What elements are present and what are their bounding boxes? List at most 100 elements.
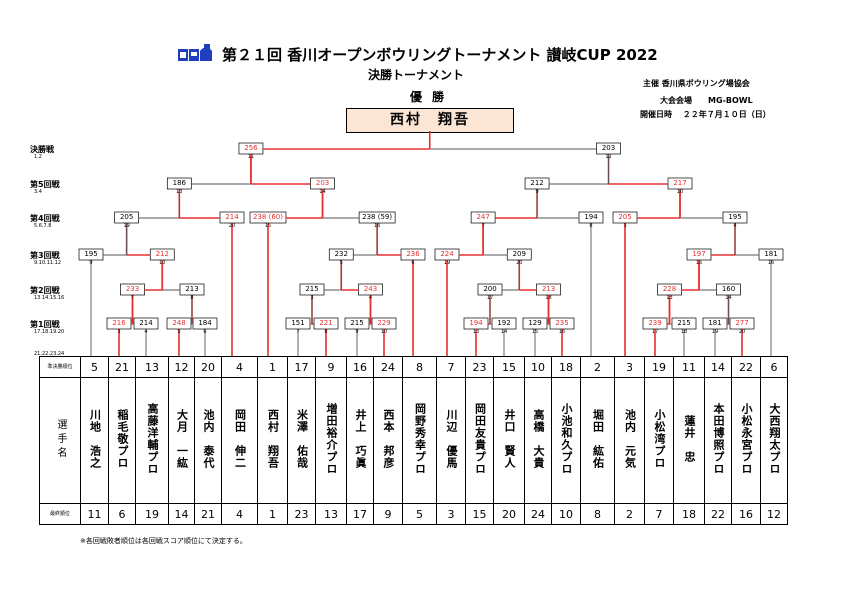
seed-cell: 23 — [465, 356, 494, 378]
name-cell: 増田裕介プロ — [315, 377, 347, 504]
rank-cell: 18 — [673, 503, 705, 525]
seed-cell: 4 — [221, 356, 258, 378]
rank-cell: 23 — [287, 503, 316, 525]
r5-score: 203 — [315, 179, 330, 187]
r3-score: 224 — [440, 250, 454, 258]
player-name: 本田博照プロ — [712, 402, 725, 475]
player-name: 岡田友貴プロ — [473, 402, 487, 475]
seed-cell: 2 — [580, 356, 615, 378]
r4-score: 205 — [618, 213, 632, 221]
organizer-text: 主催 香川県ボウリング場協会 — [643, 79, 750, 88]
final-match-no: 11 — [247, 154, 255, 160]
round-sub-label: 1.2 — [34, 154, 42, 160]
r2-match-no: 7 — [130, 295, 135, 301]
name-cell: 小松永宮プロ — [731, 377, 761, 504]
r1-match-no: 16 — [558, 329, 566, 335]
player-name: 川地 浩之 — [88, 408, 102, 469]
r3-score: 195 — [84, 250, 98, 258]
r1-match-no: 5 — [177, 329, 181, 335]
seed-cell: 16 — [346, 356, 374, 378]
rank-cell: 21 — [194, 503, 222, 525]
r4-match-no: 3 — [623, 223, 627, 229]
round-label: 第1回戦 — [30, 320, 60, 329]
r4-match-no: 8 — [589, 223, 593, 229]
name-header: 選手名 — [39, 377, 81, 504]
name-cell: 岡田友貴プロ — [465, 377, 494, 504]
rank-cell: 4 — [221, 503, 258, 525]
seed-cell: 17 — [287, 356, 316, 378]
seed-cell: 11 — [673, 356, 705, 378]
rank-cell: 5 — [402, 503, 437, 525]
r2-score: 233 — [125, 285, 140, 293]
r1-match-no: 14 — [500, 329, 508, 335]
seed-cell: 20 — [194, 356, 222, 378]
seed-cell: 15 — [493, 356, 525, 378]
player-name: 増田裕介プロ — [325, 402, 338, 475]
rank-cell: 2 — [614, 503, 645, 525]
r5-match-no: 9 — [535, 189, 539, 195]
r1-match-no: 9 — [355, 329, 359, 335]
player-name: 岡田 伸二 — [233, 408, 247, 469]
final-score: 203 — [601, 144, 616, 152]
rank-cell: 22 — [704, 503, 732, 525]
rank-cell: 11 — [80, 503, 109, 525]
name-cell: 西村 翔吾 — [257, 377, 288, 504]
r5-match-no: 13 — [176, 189, 183, 195]
seed-cell: 19 — [644, 356, 674, 378]
r2-score: 228 — [662, 285, 677, 293]
r2-score: 200 — [483, 285, 497, 293]
r1-score: 215 — [350, 319, 364, 327]
seed-cell: 7 — [436, 356, 466, 378]
r1-match-no: 8 — [324, 329, 328, 335]
name-cell: 高藤洋輔プロ — [135, 377, 169, 504]
rank-cell: 13 — [315, 503, 347, 525]
r3-score: 181 — [764, 250, 778, 258]
seed-cell: 3 — [614, 356, 645, 378]
name-cell: 池内 元気 — [614, 377, 645, 504]
r4-match-no: 7 — [481, 223, 485, 229]
r3-match-no: 15 — [695, 260, 703, 266]
seed-cell: 5 — [80, 356, 109, 378]
player-name: 西村 翔吾 — [266, 408, 280, 469]
seed-cell: 6 — [760, 356, 788, 378]
r2-match-no: 3 — [310, 295, 314, 301]
final-match-no: 12 — [605, 154, 612, 160]
seed-cell: 22 — [731, 356, 761, 378]
name-cell: 米澤 佑哉 — [287, 377, 316, 504]
name-cell: 大月 一紘 — [168, 377, 195, 504]
r2-score: 215 — [305, 285, 319, 293]
r1-match-no: 15 — [531, 329, 539, 335]
r3-score: 232 — [334, 250, 348, 258]
r2-match-no: 8 — [190, 295, 194, 301]
seed-cell: 21 — [108, 356, 136, 378]
r1-match-no: 6 — [203, 329, 207, 335]
seed-cell: 1 — [257, 356, 288, 378]
r4-score: 247 — [476, 213, 490, 221]
r5-score: 217 — [673, 179, 687, 187]
champion-label: 優勝 — [410, 90, 455, 104]
seed-cell: 12 — [168, 356, 195, 378]
seed-cell: 24 — [373, 356, 403, 378]
name-cell: 蓮井 忠 — [673, 377, 705, 504]
seed-cell: 13 — [135, 356, 169, 378]
association-logo-icon — [178, 44, 212, 61]
name-cell: 岡野秀幸プロ — [402, 377, 437, 504]
r1-match-no: 3 — [117, 329, 121, 335]
round-label: 第2回戦 — [30, 286, 60, 295]
round-label: 第5回戦 — [30, 180, 60, 189]
r4-score: 214 — [225, 213, 239, 221]
r2-match-no: 14 — [725, 295, 732, 301]
player-name: 小松湾プロ — [653, 408, 666, 469]
name-cell: 堀田 紘佑 — [580, 377, 615, 504]
rank-cell: 1 — [257, 503, 288, 525]
rank-cell: 12 — [760, 503, 788, 525]
r3-score: 209 — [512, 250, 526, 258]
r1-match-no: 7 — [296, 329, 300, 335]
seed-cell: 18 — [551, 356, 581, 378]
r5-match-no: 14 — [319, 189, 326, 195]
r3-score: 212 — [155, 250, 169, 258]
player-name: 岡野秀幸プロ — [413, 402, 427, 475]
round-sub-label: 17.18.19.20 — [34, 329, 65, 335]
rank-cell: 10 — [551, 503, 581, 525]
